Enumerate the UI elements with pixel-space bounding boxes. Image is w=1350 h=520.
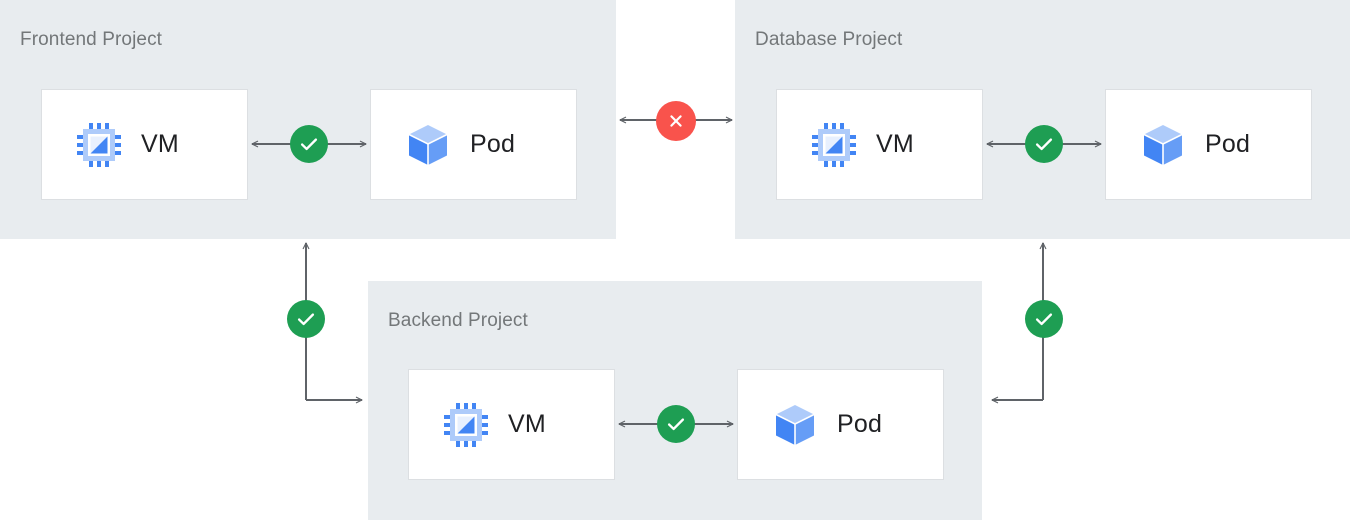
resource-label-database-vm: VM	[876, 130, 914, 158]
status-badge-frontend-internal[interactable]	[290, 125, 328, 163]
project-panel-frontend: Frontend Project	[0, 0, 616, 239]
resource-label-frontend-pod: Pod	[470, 130, 516, 158]
status-badge-frontend-database[interactable]	[656, 101, 696, 141]
resource-card-backend-pod[interactable]: Pod	[737, 369, 944, 480]
panel-title-frontend: Frontend Project	[20, 29, 163, 50]
status-badge-database-backend[interactable]	[1025, 300, 1063, 338]
panel-title-database: Database Project	[755, 29, 903, 50]
check-icon	[297, 313, 315, 326]
status-badge-database-internal[interactable]	[1025, 125, 1063, 163]
resource-label-backend-pod: Pod	[837, 410, 883, 438]
status-badge-frontend-backend[interactable]	[287, 300, 325, 338]
resource-card-database-pod[interactable]: Pod	[1105, 89, 1312, 200]
resource-label-backend-vm: VM	[508, 410, 546, 438]
status-badge-backend-internal[interactable]	[657, 405, 695, 443]
check-icon	[1035, 313, 1053, 326]
check-icon	[1035, 138, 1053, 151]
resource-card-frontend-pod[interactable]: Pod	[370, 89, 577, 200]
vm-chip-icon	[810, 121, 858, 169]
close-icon	[670, 115, 682, 127]
resource-card-backend-vm[interactable]: VM	[408, 369, 615, 480]
check-icon	[300, 138, 318, 151]
pod-cube-icon	[771, 401, 819, 449]
resource-card-database-vm[interactable]: VM	[776, 89, 983, 200]
panel-title-backend: Backend Project	[388, 310, 528, 331]
vm-chip-icon	[75, 121, 123, 169]
resource-label-frontend-vm: VM	[141, 130, 179, 158]
vm-chip-icon	[442, 401, 490, 449]
pod-cube-icon	[1139, 121, 1187, 169]
resource-label-database-pod: Pod	[1205, 130, 1251, 158]
pod-cube-icon	[404, 121, 452, 169]
resource-card-frontend-vm[interactable]: VM	[41, 89, 248, 200]
check-icon	[667, 418, 685, 431]
